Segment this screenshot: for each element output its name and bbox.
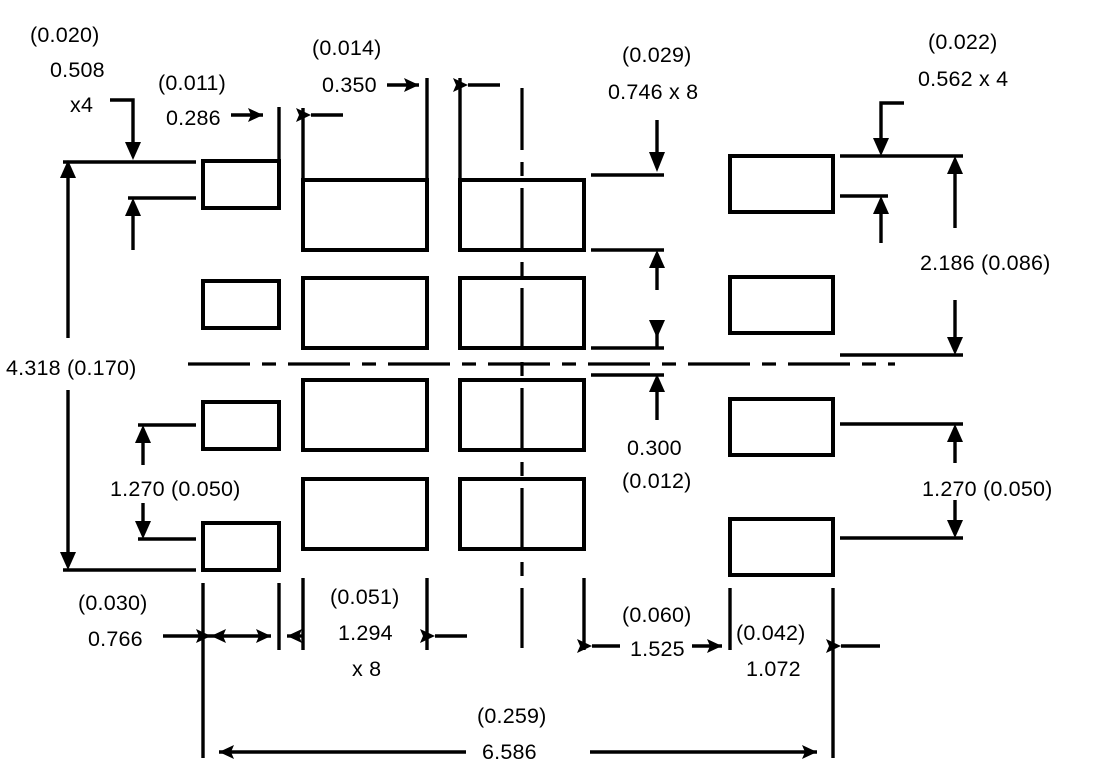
dim-bottom-0766: [163, 578, 305, 758]
label-0300-l2: (0.012): [622, 469, 692, 493]
label-1525-l1: (0.060): [622, 603, 692, 627]
label-right-1270: 1.270 (0.050): [922, 477, 1053, 501]
pad-left-3: [201, 400, 281, 451]
label-0350-l1: (0.014): [312, 36, 382, 60]
label-1294-l2: 1.294: [338, 621, 393, 645]
right-pad-column: [728, 154, 835, 577]
pad-center-a4: [301, 477, 429, 551]
label-2186: 2.186 (0.086): [920, 251, 1051, 275]
left-pad-column: [201, 159, 281, 572]
label-left-1270: 1.270 (0.050): [110, 477, 241, 501]
dim-left-overall-height: [60, 160, 196, 572]
label-top-left-l2: 0.508: [50, 58, 105, 82]
dim-bottom-1525: [577, 578, 732, 653]
dim-bottom-1072: [826, 588, 880, 758]
dim-right-2186: [840, 156, 963, 357]
label-left-overall: 4.318 (0.170): [6, 356, 137, 380]
label-0286-l2: 0.286: [166, 106, 221, 130]
label-overall-l1: (0.259): [477, 704, 547, 728]
dim-bottom-1294: [420, 578, 467, 650]
pad-left-4: [201, 521, 281, 572]
label-1072-l1: (0.042): [736, 621, 806, 645]
dim-right-1270: [840, 422, 963, 540]
label-1072-l2: 1.072: [746, 657, 801, 681]
dim-left-1270: [135, 423, 196, 541]
label-0350-l2: 0.350: [322, 73, 377, 97]
pad-center-a3: [301, 378, 429, 452]
dim-center-0300: [591, 248, 665, 420]
pad-right-2: [728, 275, 835, 335]
pad-center-a1: [301, 178, 429, 252]
label-top-left-l3: x4: [70, 93, 93, 117]
label-1294-l1: (0.051): [330, 585, 400, 609]
dim-top-0350: [296, 78, 500, 178]
dim-top-0286: [231, 107, 281, 160]
label-0746-l2: 0.746 x 8: [608, 80, 698, 104]
label-overall-l2: 6.586: [482, 740, 537, 764]
dim-top-right-0562: [840, 101, 963, 158]
dim-left-pad-height-ref: [125, 196, 196, 250]
pad-left-2: [201, 279, 281, 330]
pad-right-3: [728, 397, 835, 457]
label-0766-l2: 0.766: [88, 627, 143, 651]
pad-left-1: [201, 159, 281, 210]
pad-center-a2: [301, 276, 429, 350]
label-1525-l2: 1.525: [630, 637, 685, 661]
label-0766-l1: (0.030): [78, 591, 148, 615]
label-0746-l1: (0.029): [622, 43, 692, 67]
label-0562-l2: 0.562 x 4: [918, 67, 1008, 91]
label-1294-l3: x 8: [352, 657, 381, 681]
dim-top-0746: [591, 120, 665, 177]
label-top-left-l1: (0.020): [30, 23, 100, 47]
pad-right-4: [728, 517, 835, 577]
label-0286-l1: (0.011): [158, 71, 226, 95]
pad-right-1: [728, 154, 835, 214]
label-0300-l1: 0.300: [627, 436, 682, 460]
label-0562-l1: (0.022): [928, 30, 998, 54]
dim-top-left-0508: [63, 98, 196, 164]
